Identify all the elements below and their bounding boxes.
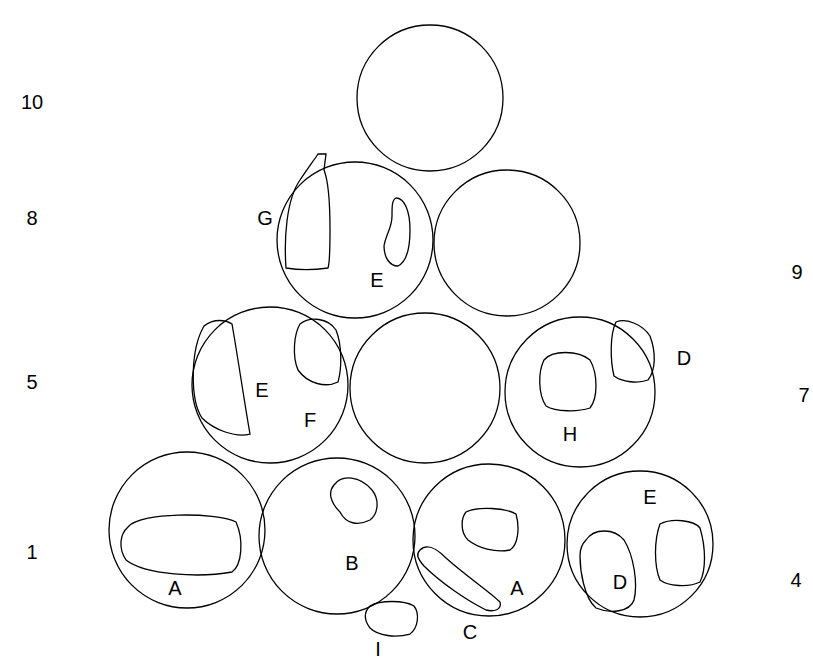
callout-number-wrap: 5 [26,371,37,393]
part-letter: B [345,552,358,574]
blob-shape [285,154,330,270]
empty-circle [434,170,580,316]
callout-number: 9 [791,261,802,283]
circle-outline [504,316,656,468]
circle-line [505,317,655,467]
callout-number: 5 [26,371,37,393]
pin-circle: E [277,162,433,318]
callout-number-wrap: 10 [21,91,43,113]
part-letter-wrap: D [613,571,627,593]
part-letter: D [677,347,691,369]
circle-outline [108,451,266,609]
pin-circle: H [505,317,655,467]
blob-shape [384,198,410,266]
part-letter: A [510,577,523,599]
part-letter: A [168,577,181,599]
blob-shape [193,321,250,436]
callout-number: 8 [26,207,37,229]
callout-number-wrap: 4 [790,569,801,591]
empty-circle [350,313,500,463]
circle-line [192,307,348,463]
pin-circle: A [109,452,265,608]
pin-circle: B [259,458,415,614]
circle-line [109,452,265,608]
part-letter-wrap: A [510,577,523,599]
part-letter-wrap: E [255,379,268,401]
circle-outline [258,457,416,615]
circle-line [413,464,565,616]
blob-shape [462,508,518,551]
part-letter: E [643,486,656,508]
blob-shape [540,353,596,411]
part-letter: C [463,621,477,643]
pin-circle: A [413,464,565,616]
blob-shape [580,531,636,611]
part-letter: D [613,571,627,593]
blob-shape [294,319,340,385]
callout-number-wrap: 7 [798,384,809,406]
callout-number: 10 [21,91,43,113]
blob-shape [121,515,241,575]
part-letter-wrap: D [677,347,691,369]
callout-number: 7 [798,384,809,406]
circle-outline [566,470,714,618]
empty-circle [357,25,503,171]
part-letter-wrap: B [345,552,358,574]
blob-shape [418,547,501,611]
part-letter-wrap: E [643,486,656,508]
part-letter: H [563,423,577,445]
circle-line [259,458,415,614]
blob-shape [366,602,418,637]
pin-circle: EF [192,307,348,463]
callout-number-wrap: 9 [791,261,802,283]
part-letter: I [375,638,381,660]
callout-number-wrap: 8 [26,207,37,229]
callout-number-wrap: 1 [26,541,37,563]
part-letter-wrap: H [563,423,577,445]
part-letter-wrap: F [304,409,316,431]
circle-line [567,471,713,617]
part-letter-wrap: E [370,269,383,291]
circle-outline [412,463,566,617]
part-letter: E [255,379,268,401]
blob-shape [331,478,377,523]
circle-outline [276,161,434,319]
part-letter-wrap: C [463,621,477,643]
circle-outline [191,306,349,464]
part-letter: E [370,269,383,291]
blob-shape [611,321,654,382]
pin-circle: ED [567,471,713,617]
circle-line [277,162,433,318]
part-letter: F [304,409,316,431]
part-letter-wrap: I [375,638,381,660]
part-letter-wrap: A [168,577,181,599]
part-letter-wrap: G [257,207,273,229]
callout-number: 1 [26,541,37,563]
blob-shape [656,521,705,586]
part-letter: G [257,207,273,229]
callout-number: 4 [790,569,801,591]
